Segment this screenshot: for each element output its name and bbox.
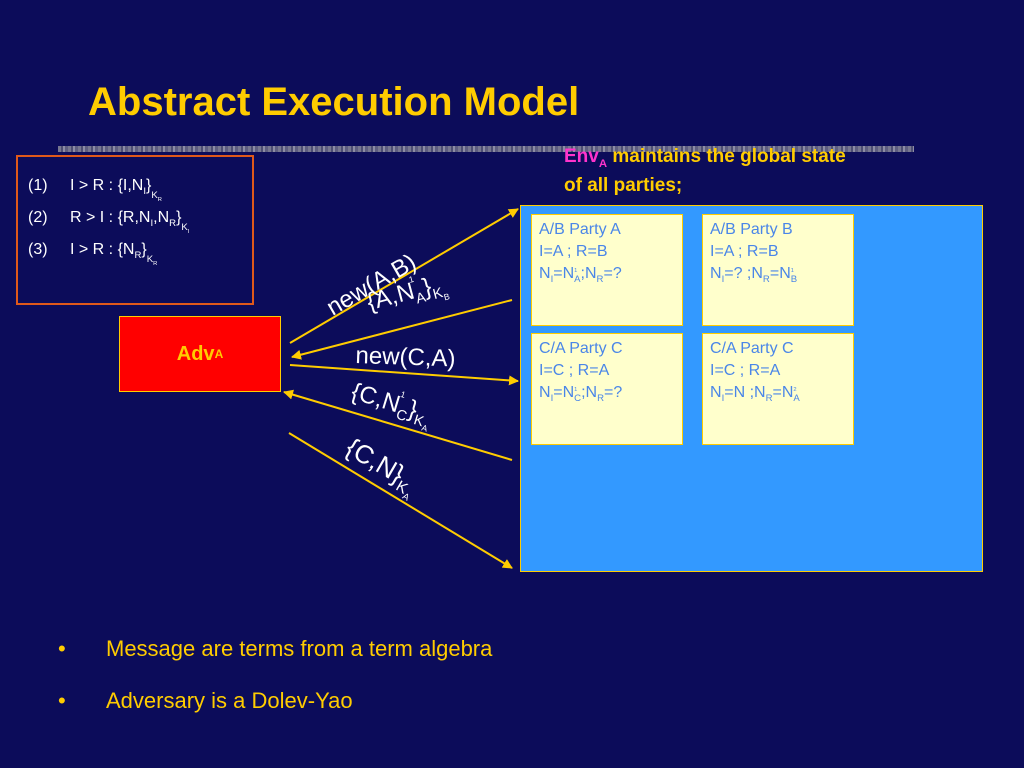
bullet-dot-icon: • [58, 636, 66, 661]
nonce-sub: R [169, 218, 177, 230]
party-roles: I=C ; R=A [539, 362, 610, 379]
step-close: } [146, 177, 152, 194]
key-sub: R [153, 261, 158, 268]
nonce-sub: I [150, 218, 154, 230]
protocol-box: (1)I > R : {I,NI}KR (2)R > I : {R,NI,NR}… [16, 155, 254, 305]
party-title: C/A Party C [710, 340, 794, 357]
protocol-step-3: (3)I > R : {NR}KR [28, 241, 157, 267]
nonce-sub: R [134, 250, 142, 262]
step-close: } [176, 209, 182, 226]
protocol-step-2: (2)R > I : {R,NI,NR}KI [28, 209, 189, 235]
slide-title: Abstract Execution Model [88, 80, 580, 124]
step-text: R > I : {R,N [70, 209, 151, 226]
title-divider [58, 146, 914, 152]
step-number: (3) [28, 241, 48, 258]
bullet-text: Adversary is a Dolev-Yao [106, 688, 353, 713]
party-title: C/A Party C [539, 340, 623, 357]
env-description: EnvA maintains the global state of all p… [564, 146, 846, 197]
arrow-response-a [291, 299, 513, 360]
env-name: Env [564, 146, 599, 167]
key-sub: I [187, 229, 190, 236]
env-sub: A [598, 157, 608, 170]
arrow-new-ab [289, 208, 519, 344]
arrow-new-ca [289, 364, 519, 386]
protocol-step-1: (1) I > R : {I,NI}KR [28, 177, 162, 203]
nonce-sub: I [143, 186, 147, 198]
env-text-line1: maintains the global state [607, 146, 846, 167]
adversary-label: Adv [176, 342, 215, 365]
bullet-text: Message are terms from a term algebra [106, 636, 493, 661]
step-mid: ,N [153, 209, 170, 226]
key-label: K [181, 222, 188, 234]
step-close: } [141, 241, 147, 258]
key-label: K [146, 254, 154, 266]
key-label: K [151, 190, 158, 202]
step-number: (2) [28, 209, 48, 226]
party-title: A/B Party B [710, 221, 793, 238]
key-sub: R [157, 197, 162, 204]
bullet-item-1: • Message are terms from a term algebra [58, 636, 492, 662]
bullet-dot-icon: • [58, 688, 66, 713]
bullet-item-2: • Adversary is a Dolev-Yao [58, 688, 353, 714]
party-roles: I=A ; R=B [539, 243, 608, 260]
party-title: A/B Party A [539, 221, 621, 238]
step-number: (1) [28, 177, 48, 194]
arrow-forward-cn [288, 432, 513, 569]
step-text: I > R : {I,N [70, 177, 144, 194]
msg-new-ca: new(C,A) [355, 342, 456, 373]
arrow-response-c [283, 389, 513, 461]
party-roles: I=C ; R=A [710, 362, 781, 379]
step-text: I > R : {N [70, 241, 135, 258]
party-roles: I=A ; R=B [710, 243, 779, 260]
env-text-line2: of all parties; [564, 174, 683, 196]
adversary-sub: A [214, 347, 224, 361]
